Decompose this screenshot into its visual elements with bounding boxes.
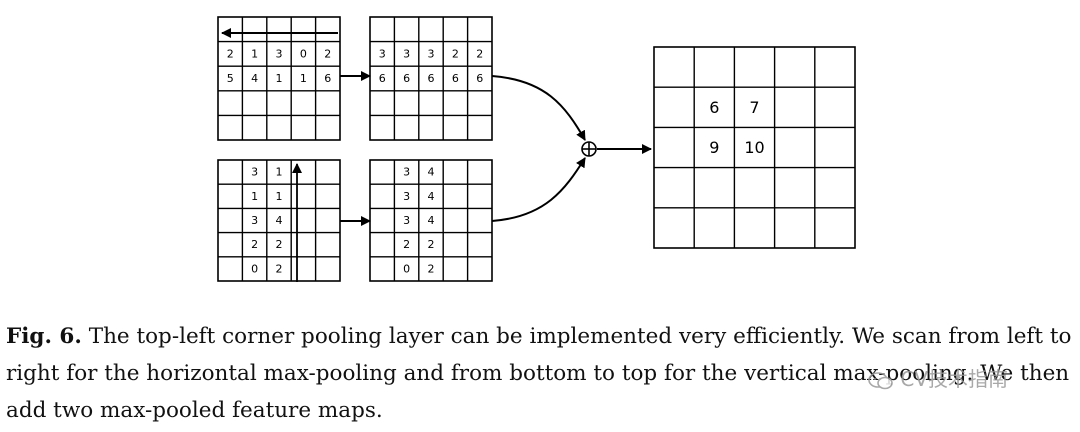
- grid-cell-value: 3: [251, 214, 258, 227]
- grid-cell-value: 6: [428, 72, 435, 85]
- bottom-merge-curve: [491, 157, 586, 222]
- top-merge-curve: [491, 75, 586, 141]
- grid-cell-value: 0: [403, 262, 410, 275]
- grid-cell-value: 10: [744, 138, 764, 157]
- figure-caption: Fig. 6. The top-left corner pooling laye…: [6, 318, 1076, 429]
- wechat-icon: [868, 371, 894, 391]
- output-grid: 6 7 9 10: [653, 46, 856, 249]
- grid-cell-value: 2: [276, 238, 283, 251]
- horizontal-input-grid: 2 1 3 0 2 5 4 1 1 6: [217, 16, 341, 141]
- watermark-text: CV技术指南: [900, 367, 1009, 391]
- grid-border: [217, 16, 341, 141]
- grid-cell-value: 0: [251, 262, 258, 275]
- grid-cell-value: 0: [300, 47, 307, 60]
- grid-cell-value: 2: [324, 47, 331, 60]
- grid-cell-value: 3: [251, 166, 258, 179]
- sum-icon: [581, 141, 597, 157]
- grid-cell-value: 3: [379, 47, 386, 60]
- grid-cell-value: 5: [227, 72, 234, 85]
- grid-cell-value: 1: [251, 190, 258, 203]
- grid-cell-value: 9: [709, 138, 719, 157]
- caption-text: The top-left corner pooling layer can be…: [6, 324, 1072, 423]
- grid-cell-value: 2: [428, 262, 435, 275]
- grid-cell-value: 1: [276, 72, 283, 85]
- grid-cell-value: 3: [403, 190, 410, 203]
- grid-cell-value: 2: [476, 47, 483, 60]
- grid-cell-value: 1: [300, 72, 307, 85]
- grid-cell-value: 1: [276, 190, 283, 203]
- vertical-pooled-grid: 3 4 3 4 3 4 2 2 0 2: [369, 159, 493, 282]
- grid-cell-value: 6: [324, 72, 331, 85]
- grid-cell-value: 4: [428, 190, 435, 203]
- grid-cell-value: 4: [276, 214, 283, 227]
- grid-cell-value: 4: [251, 72, 258, 85]
- grid-cell-value: 6: [379, 72, 386, 85]
- grid-cell-value: 3: [403, 166, 410, 179]
- grid-cell-value: 6: [403, 72, 410, 85]
- grid-cell-value: 1: [276, 166, 283, 179]
- caption-label: Fig. 6.: [6, 324, 82, 349]
- grid-cell-value: 2: [428, 238, 435, 251]
- horizontal-pooled-grid: 3 3 3 2 2 6 6 6 6 6: [369, 16, 493, 141]
- vertical-input-grid: 3 1 1 1 3 4 2 2 0 2: [217, 159, 341, 282]
- grid-cell-value: 4: [428, 214, 435, 227]
- grid-cell-value: 4: [428, 166, 435, 179]
- grid-cell-value: 7: [749, 98, 759, 117]
- grid-cell-value: 3: [403, 47, 410, 60]
- grid-cell-value: 6: [476, 72, 483, 85]
- watermark: CV技术指南: [868, 363, 1048, 393]
- grid-cell-value: 2: [452, 47, 459, 60]
- grid-cell-value: 2: [227, 47, 234, 60]
- grid-border: [653, 46, 856, 249]
- grid-cell-value: 3: [428, 47, 435, 60]
- grid-cell-value: 1: [251, 47, 258, 60]
- grid-cell-value: 2: [403, 238, 410, 251]
- grid-cell-value: 3: [403, 214, 410, 227]
- grid-cell-value: 2: [251, 238, 258, 251]
- grid-cell-value: 6: [452, 72, 459, 85]
- grid-cell-value: 3: [276, 47, 283, 60]
- grid-cell-value: 2: [276, 262, 283, 275]
- grid-cell-value: 6: [709, 98, 719, 117]
